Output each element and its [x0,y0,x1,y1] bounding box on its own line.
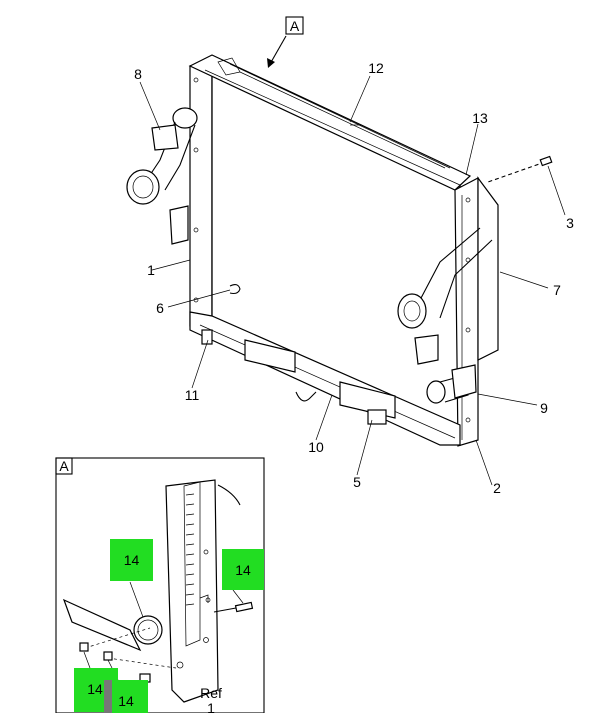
bottom-bracket-left [244,339,296,373]
view-a-marker: A [267,16,304,68]
tag-14-right [222,549,264,590]
view-a-label: A [290,18,300,34]
callout-8: 8 [134,66,142,82]
callout-7: 7 [553,282,561,298]
callout-13: 13 [472,110,488,126]
detail-a: A [55,457,265,713]
tag-14-upper [110,539,153,581]
callout-10: 12 [368,60,384,76]
callout-2: 2 [493,480,501,496]
tag-14-upper-label: 14 [124,552,140,568]
detail-hose [62,598,142,652]
callout-3: 3 [566,215,574,231]
view-a-arrowhead [267,58,275,68]
detail-ref-text: Ref [200,685,222,701]
callout-11: 10 [308,439,324,455]
tag-14-lower-left-label: 14 [87,681,103,697]
callout-labels: 8 12 13 3 1 7 6 11 9 10 5 2 [134,60,574,496]
callout-5: 5 [353,474,361,490]
detail-ref-number: 1 [207,700,215,713]
left-inlet-elbow [126,107,198,245]
view-a-box [285,16,304,35]
bolt-3 [487,155,553,183]
leader-lines [139,75,566,486]
detail-a-corner-box [55,457,73,475]
view-a-arrow [269,35,287,65]
callout-9: 9 [540,400,548,416]
callout-6: 6 [156,300,164,316]
lower-right-elbow [426,364,477,404]
right-tank [454,177,479,447]
detail-bracket-post [165,479,219,703]
radiator-assembly [126,54,553,447]
tag-14-lower-right-label: 14 [118,693,134,709]
callout-12: 11 [185,387,200,403]
detail-bolt [213,601,254,613]
detail-a-label: A [59,458,69,474]
bottom-bracket-right [339,381,396,419]
right-outlet-elbow [397,227,493,365]
top-tank [188,54,472,191]
left-tank [189,59,213,331]
detail-bracket-slots [185,493,195,606]
right-bracket [477,176,499,361]
callout-1: 1 [147,262,155,278]
tag-14-lower-right-edge [104,680,112,713]
tag-14-right-label: 14 [235,562,251,578]
